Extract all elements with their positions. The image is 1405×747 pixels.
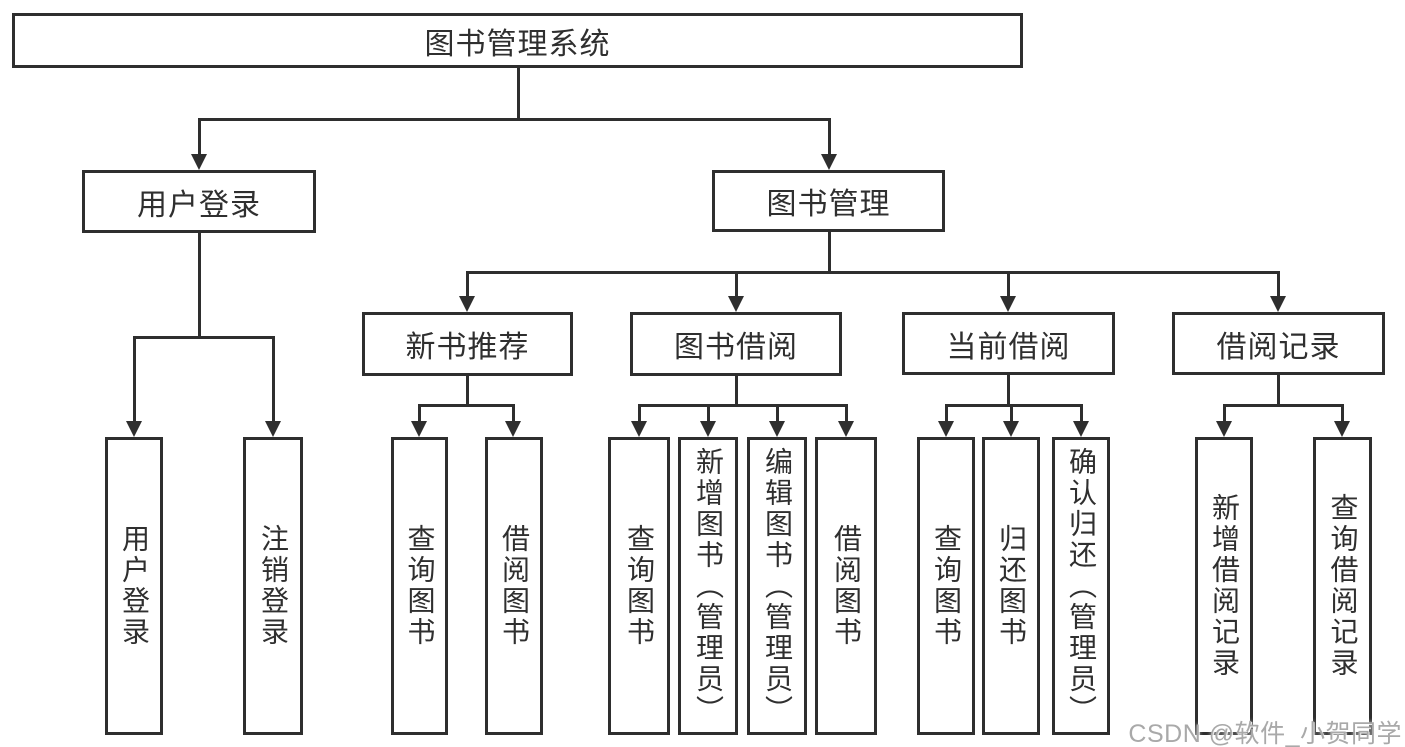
leaf-cb-confirm-return: 确认归还（管理员）: [1052, 437, 1110, 735]
leaf-cb-query-books-label: 查询图书: [931, 524, 962, 648]
connector-line: [638, 404, 641, 421]
node-current-borrow: 当前借阅: [902, 312, 1115, 375]
connector-line: [1223, 404, 1344, 407]
connector-line: [1080, 404, 1083, 421]
connector-line: [512, 404, 515, 421]
arrow-down-icon: [265, 421, 281, 437]
connector-line: [198, 118, 201, 154]
connector-line: [1277, 374, 1280, 406]
leaf-bb-add-books-label: 新增图书（管理员）: [693, 446, 724, 726]
connector-line: [466, 271, 1280, 274]
csdn-watermark: CSDN @软件_小贺同学: [1128, 720, 1402, 747]
leaf-nb-query-books-label: 查询图书: [404, 524, 436, 648]
leaf-bb-edit-books-label: 编辑图书（管理员）: [762, 446, 793, 726]
node-borrow-records-label: 借阅记录: [1216, 330, 1341, 364]
leaf-nb-borrow-books-label: 借阅图书: [499, 524, 530, 648]
arrow-down-icon: [700, 421, 716, 437]
leaf-br-query-record: 查询借阅记录: [1313, 437, 1372, 735]
connector-line: [735, 375, 738, 406]
connector-line: [1223, 404, 1226, 421]
connector-line: [1010, 404, 1013, 421]
arrow-down-icon: [505, 421, 521, 437]
arrow-down-icon: [1003, 421, 1019, 437]
arrow-down-icon: [459, 296, 475, 312]
arrow-down-icon: [1000, 296, 1016, 312]
node-root: 图书管理系统: [12, 13, 1023, 68]
connector-line: [1007, 271, 1010, 296]
leaf-bb-borrow-books-label: 借阅图书: [831, 524, 862, 648]
connector-line: [198, 233, 201, 337]
node-current-borrow-label: 当前借阅: [946, 330, 1071, 364]
leaf-bb-query-books-label: 查询图书: [624, 524, 655, 648]
leaf-bb-add-books: 新增图书（管理员）: [678, 437, 738, 735]
leaf-cb-return-books: 归还图书: [982, 437, 1040, 735]
node-book-borrow-label: 图书借阅: [674, 331, 798, 364]
connector-line: [517, 68, 520, 121]
connector-line: [198, 118, 831, 121]
connector-line: [735, 271, 738, 296]
leaf-user-login-label: 用户登录: [119, 524, 150, 648]
arrow-down-icon: [1073, 421, 1089, 437]
arrow-down-icon: [769, 421, 785, 437]
node-borrow-records: 借阅记录: [1172, 312, 1385, 375]
arrow-down-icon: [938, 421, 954, 437]
arrow-down-icon: [838, 421, 854, 437]
leaf-bb-edit-books: 编辑图书（管理员）: [747, 437, 807, 735]
arrow-down-icon: [191, 154, 207, 170]
connector-line: [945, 404, 948, 421]
arrow-down-icon: [821, 154, 837, 170]
connector-line: [638, 404, 848, 407]
leaf-logout: 注销登录: [243, 437, 303, 735]
connector-line: [828, 118, 831, 154]
connector-line: [845, 404, 848, 421]
node-root-label: 图书管理系统: [424, 27, 611, 61]
connector-line: [1277, 271, 1280, 296]
connector-line: [133, 336, 136, 421]
connector-line: [466, 271, 469, 296]
leaf-user-login: 用户登录: [105, 437, 163, 735]
leaf-br-add-record: 新增借阅记录: [1195, 437, 1253, 735]
leaf-logout-label: 注销登录: [258, 524, 289, 648]
leaf-bb-borrow-books: 借阅图书: [815, 437, 877, 735]
connector-line: [418, 404, 421, 421]
arrow-down-icon: [1270, 296, 1286, 312]
node-user-login: 用户登录: [82, 170, 316, 233]
connector-line: [418, 404, 515, 407]
connector-line: [776, 404, 779, 421]
leaf-br-add-record-label: 新增借阅记录: [1209, 493, 1240, 679]
connector-line: [133, 336, 275, 339]
leaf-cb-confirm-return-label: 确认归还（管理员）: [1066, 446, 1097, 726]
leaf-bb-query-books: 查询图书: [608, 437, 670, 735]
arrow-down-icon: [728, 296, 744, 312]
arrow-down-icon: [1216, 421, 1232, 437]
leaf-cb-return-books-label: 归还图书: [996, 524, 1027, 648]
connector-line: [466, 375, 469, 406]
connector-line: [828, 232, 831, 273]
node-book-management: 图书管理: [712, 170, 945, 232]
connector-line: [707, 404, 710, 421]
node-book-management-label: 图书管理: [766, 188, 891, 221]
connector-line: [1341, 404, 1344, 421]
node-new-book-recommend: 新书推荐: [362, 312, 573, 376]
node-new-book-recommend-label: 新书推荐: [405, 331, 530, 364]
leaf-nb-query-books: 查询图书: [391, 437, 448, 735]
connector-line: [945, 404, 1083, 407]
node-user-login-label: 用户登录: [137, 188, 261, 222]
arrow-down-icon: [411, 421, 427, 437]
arrow-down-icon: [631, 421, 647, 437]
connector-line: [1007, 374, 1010, 406]
leaf-br-query-record-label: 查询借阅记录: [1327, 493, 1359, 679]
leaf-cb-query-books: 查询图书: [917, 437, 975, 735]
node-book-borrow: 图书借阅: [630, 312, 842, 376]
arrow-down-icon: [1334, 421, 1350, 437]
connector-line: [272, 336, 275, 421]
arrow-down-icon: [126, 421, 142, 437]
leaf-nb-borrow-books: 借阅图书: [485, 437, 543, 735]
